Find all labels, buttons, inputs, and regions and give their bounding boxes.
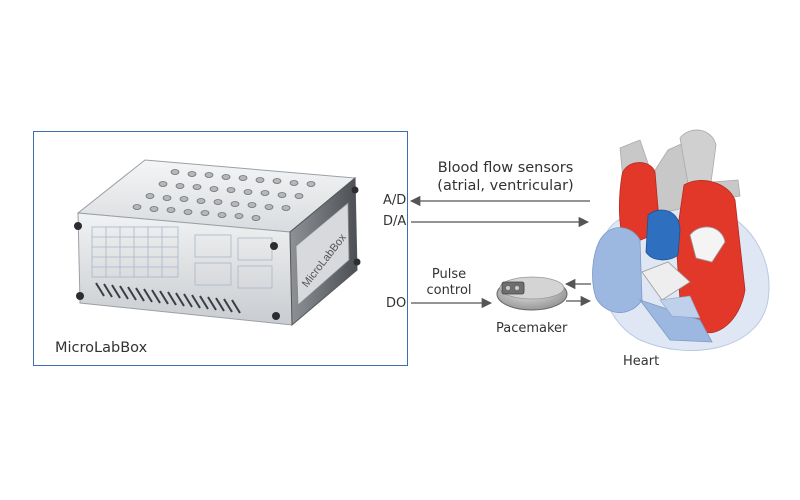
heart-image xyxy=(592,129,770,351)
microlabbox-device-image: MicroLabBox xyxy=(74,159,361,327)
pacemaker-label: Pacemaker xyxy=(496,321,568,336)
port-ad-label: A/D xyxy=(383,193,407,208)
heart-label: Heart xyxy=(623,354,660,369)
pulse-label-line1: Pulse xyxy=(431,267,467,282)
sensors-label-line1: Blood flow sensors xyxy=(437,160,574,176)
port-do-label: DO xyxy=(386,296,407,311)
port-da-label: D/A xyxy=(383,214,407,229)
microlabbox-caption: MicroLabBox xyxy=(55,340,148,356)
sensors-label-line2: (atrial, ventricular) xyxy=(437,178,574,194)
pacemaker-image xyxy=(496,276,568,311)
pulse-label-line2: control xyxy=(426,283,472,298)
microlabbox-frame xyxy=(33,131,408,366)
